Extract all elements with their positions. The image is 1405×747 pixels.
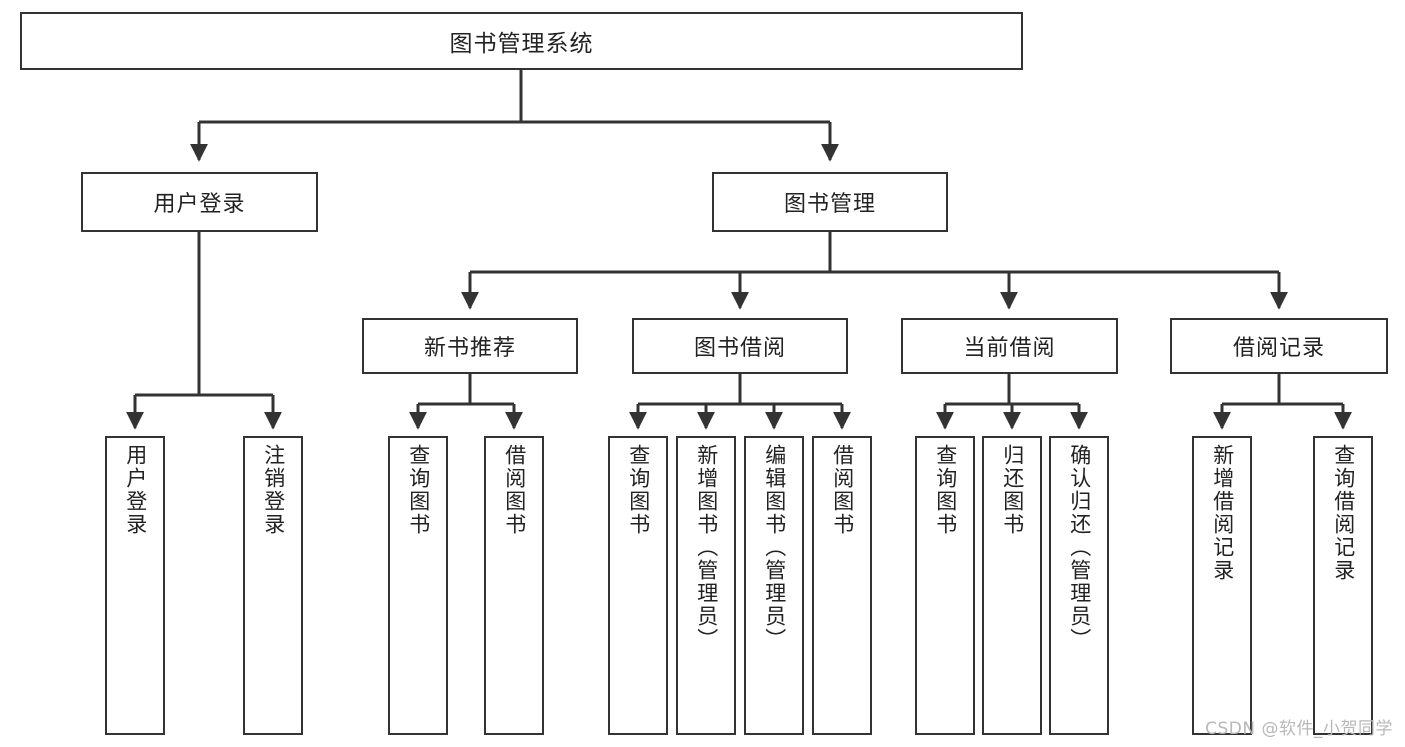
leaf-node[interactable]: 借阅图书 <box>484 436 544 735</box>
node-root[interactable]: 图书管理系统 <box>20 12 1023 70</box>
leaf-label: 查询图书 <box>933 444 958 536</box>
leaf-label: 借阅图书 <box>830 444 855 536</box>
leaf-label: 用户登录 <box>123 444 148 536</box>
node-book-management[interactable]: 图书管理 <box>712 172 948 232</box>
leaf-node[interactable]: 确认归还（管理员） <box>1049 436 1109 735</box>
leaf-node[interactable]: 注销登录 <box>243 436 303 735</box>
node-book-borrow[interactable]: 图书借阅 <box>632 318 848 374</box>
leaf-node[interactable]: 借阅图书 <box>812 436 872 735</box>
csdn-watermark: CSDN @软件_小贺同学 <box>1205 719 1393 739</box>
leaf-node[interactable]: 编辑图书（管理员） <box>744 436 804 735</box>
leaf-label: 新增图书（管理员） <box>694 444 719 651</box>
leaf-node[interactable]: 新增借阅记录 <box>1192 436 1252 735</box>
leaf-label: 确认归还（管理员） <box>1067 444 1092 651</box>
leaf-label: 查询借阅记录 <box>1331 444 1356 582</box>
leaf-label: 编辑图书（管理员） <box>762 444 787 651</box>
leaf-node[interactable]: 归还图书 <box>982 436 1042 735</box>
leaf-node[interactable]: 查询图书 <box>388 436 448 735</box>
node-user-login[interactable]: 用户登录 <box>81 172 318 232</box>
leaf-label: 新增借阅记录 <box>1210 444 1235 582</box>
leaf-label: 借阅图书 <box>502 444 527 536</box>
leaf-label: 查询图书 <box>406 444 431 536</box>
leaf-label: 查询图书 <box>626 444 651 536</box>
leaf-node[interactable]: 查询图书 <box>915 436 975 735</box>
node-new-book-recommend[interactable]: 新书推荐 <box>362 318 578 374</box>
leaf-node[interactable]: 新增图书（管理员） <box>676 436 736 735</box>
leaf-node[interactable]: 用户登录 <box>105 436 165 735</box>
leaf-label: 注销登录 <box>261 444 286 536</box>
leaf-node[interactable]: 查询借阅记录 <box>1313 436 1373 735</box>
node-borrow-record[interactable]: 借阅记录 <box>1170 318 1388 374</box>
leaf-label: 归还图书 <box>1000 444 1025 536</box>
node-current-borrow[interactable]: 当前借阅 <box>901 318 1118 374</box>
leaf-node[interactable]: 查询图书 <box>608 436 668 735</box>
